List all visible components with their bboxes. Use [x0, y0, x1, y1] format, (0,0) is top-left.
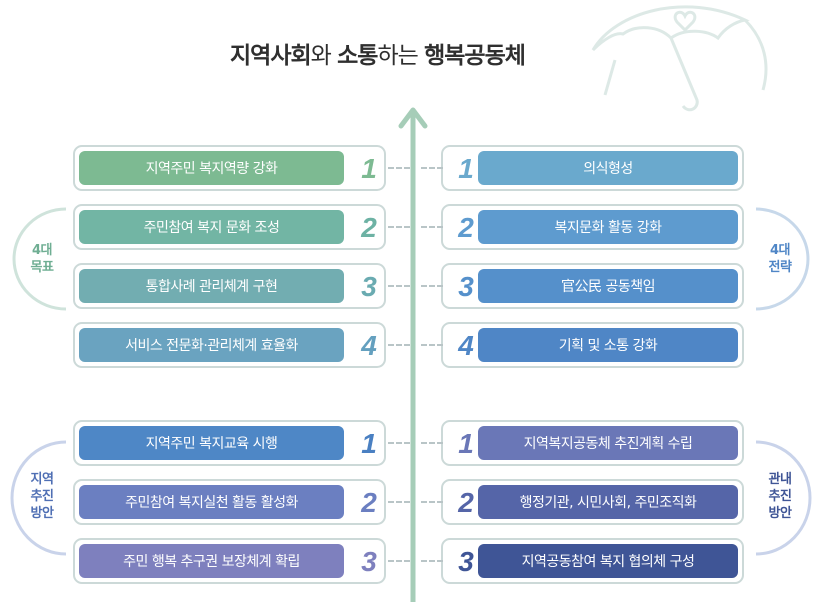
- public-plan-number: 2: [458, 487, 474, 518]
- connector: [388, 442, 410, 444]
- connector: [388, 226, 410, 228]
- connector: [421, 560, 443, 562]
- goals-label-line: 4대: [31, 243, 53, 258]
- local-label-line: 추진: [30, 489, 54, 504]
- public-plan-label: 행정기관, 시민사회, 주민조직화: [478, 485, 738, 519]
- strategy-row: 2 복지문화 활동 강화: [441, 204, 744, 250]
- connector: [421, 167, 443, 169]
- public-arc: [755, 440, 812, 556]
- strategy-label: 官公民 공동책임: [478, 269, 738, 303]
- connector: [388, 167, 410, 169]
- strategy-number: 3: [458, 271, 474, 302]
- local-plan-label: 주민참여 복지실천 활동 활성화: [79, 485, 344, 519]
- goal-row: 서비스 전문화·관리체계 효율화 4: [73, 322, 386, 368]
- goals-label-line: 목표: [30, 260, 54, 275]
- connector: [388, 560, 410, 562]
- goal-number: 1: [361, 153, 377, 184]
- local-plan-number: 3: [361, 546, 377, 577]
- page-title: 지역사회와 소통하는 행복공동체: [230, 36, 610, 70]
- connector: [388, 501, 410, 503]
- local-plan-number: 1: [361, 428, 377, 459]
- title-part-4: 하는: [377, 43, 425, 69]
- public-plan-row: 2 행정기관, 시민사회, 주민조직화: [441, 479, 744, 525]
- strategies-label-line: 전략: [768, 260, 792, 275]
- goal-label: 주민참여 복지 문화 조성: [79, 210, 344, 244]
- local-label-line: 방안: [30, 506, 54, 521]
- strategy-label: 복지문화 활동 강화: [478, 210, 738, 244]
- public-label-line: 관내: [768, 472, 792, 487]
- goal-number: 3: [361, 271, 377, 302]
- public-plan-number: 3: [458, 546, 474, 577]
- public-plan-row: 3 지역공동참여 복지 협의체 구성: [441, 538, 744, 584]
- goal-row: 주민참여 복지 문화 조성 2: [73, 204, 386, 250]
- title-part-5: 행복공동체: [424, 43, 526, 69]
- connector: [421, 285, 443, 287]
- goal-label: 지역주민 복지역량 강화: [79, 151, 344, 185]
- goals-arc: [12, 207, 67, 311]
- public-label-line: 추진: [768, 489, 792, 504]
- local-plan-row: 주민참여 복지실천 활동 활성화 2: [73, 479, 386, 525]
- goal-label: 통합사례 관리체계 구현: [79, 269, 344, 303]
- strategy-row: 4 기획 및 소통 강화: [441, 322, 744, 368]
- title-part-1: 지역사회: [230, 43, 312, 69]
- umbrella-icon: [591, 5, 768, 112]
- local-plan-row: 지역주민 복지교육 시행 1: [73, 420, 386, 466]
- title-part-2: 와: [310, 43, 338, 69]
- local-plans-label: 지역 추진 방안: [20, 471, 64, 522]
- public-plan-label: 지역복지공동체 추진계획 수립: [478, 426, 738, 460]
- strategy-number: 4: [458, 330, 474, 361]
- strategies-label-line: 4대: [769, 243, 791, 258]
- public-plans-label: 관내 추진 방안: [758, 471, 802, 522]
- connector: [421, 501, 443, 503]
- goal-row: 지역주민 복지역량 강화 1: [73, 145, 386, 191]
- upward-arrow: [398, 107, 428, 602]
- public-plan-label: 지역공동참여 복지 협의체 구성: [478, 544, 738, 578]
- strategy-label: 기획 및 소통 강화: [478, 328, 738, 362]
- strategies-arc: [755, 207, 810, 311]
- connector: [421, 442, 443, 444]
- public-label-line: 방안: [768, 506, 792, 521]
- local-plan-label: 지역주민 복지교육 시행: [79, 426, 344, 460]
- goals-label: 4대 목표: [20, 242, 64, 276]
- connector: [421, 226, 443, 228]
- local-label-line: 지역: [30, 472, 54, 487]
- goal-row: 통합사례 관리체계 구현 3: [73, 263, 386, 309]
- strategy-row: 3 官公民 공동책임: [441, 263, 744, 309]
- goal-number: 4: [361, 330, 377, 361]
- goal-label: 서비스 전문화·관리체계 효율화: [79, 328, 344, 362]
- local-plan-number: 2: [361, 487, 377, 518]
- strategies-label: 4대 전략: [758, 242, 802, 276]
- goal-number: 2: [361, 212, 377, 243]
- strategy-label: 의식형성: [478, 151, 738, 185]
- strategy-number: 2: [458, 212, 474, 243]
- local-plan-row: 주민 행복 추구권 보장체계 확립 3: [73, 538, 386, 584]
- title-part-3: 소통: [337, 43, 378, 69]
- connector: [388, 344, 410, 346]
- connector: [388, 285, 410, 287]
- local-arc: [10, 440, 67, 556]
- public-plan-row: 1 지역복지공동체 추진계획 수립: [441, 420, 744, 466]
- connector: [421, 344, 443, 346]
- strategy-number: 1: [458, 153, 474, 184]
- public-plan-number: 1: [458, 428, 474, 459]
- strategy-row: 1 의식형성: [441, 145, 744, 191]
- local-plan-label: 주민 행복 추구권 보장체계 확립: [79, 544, 344, 578]
